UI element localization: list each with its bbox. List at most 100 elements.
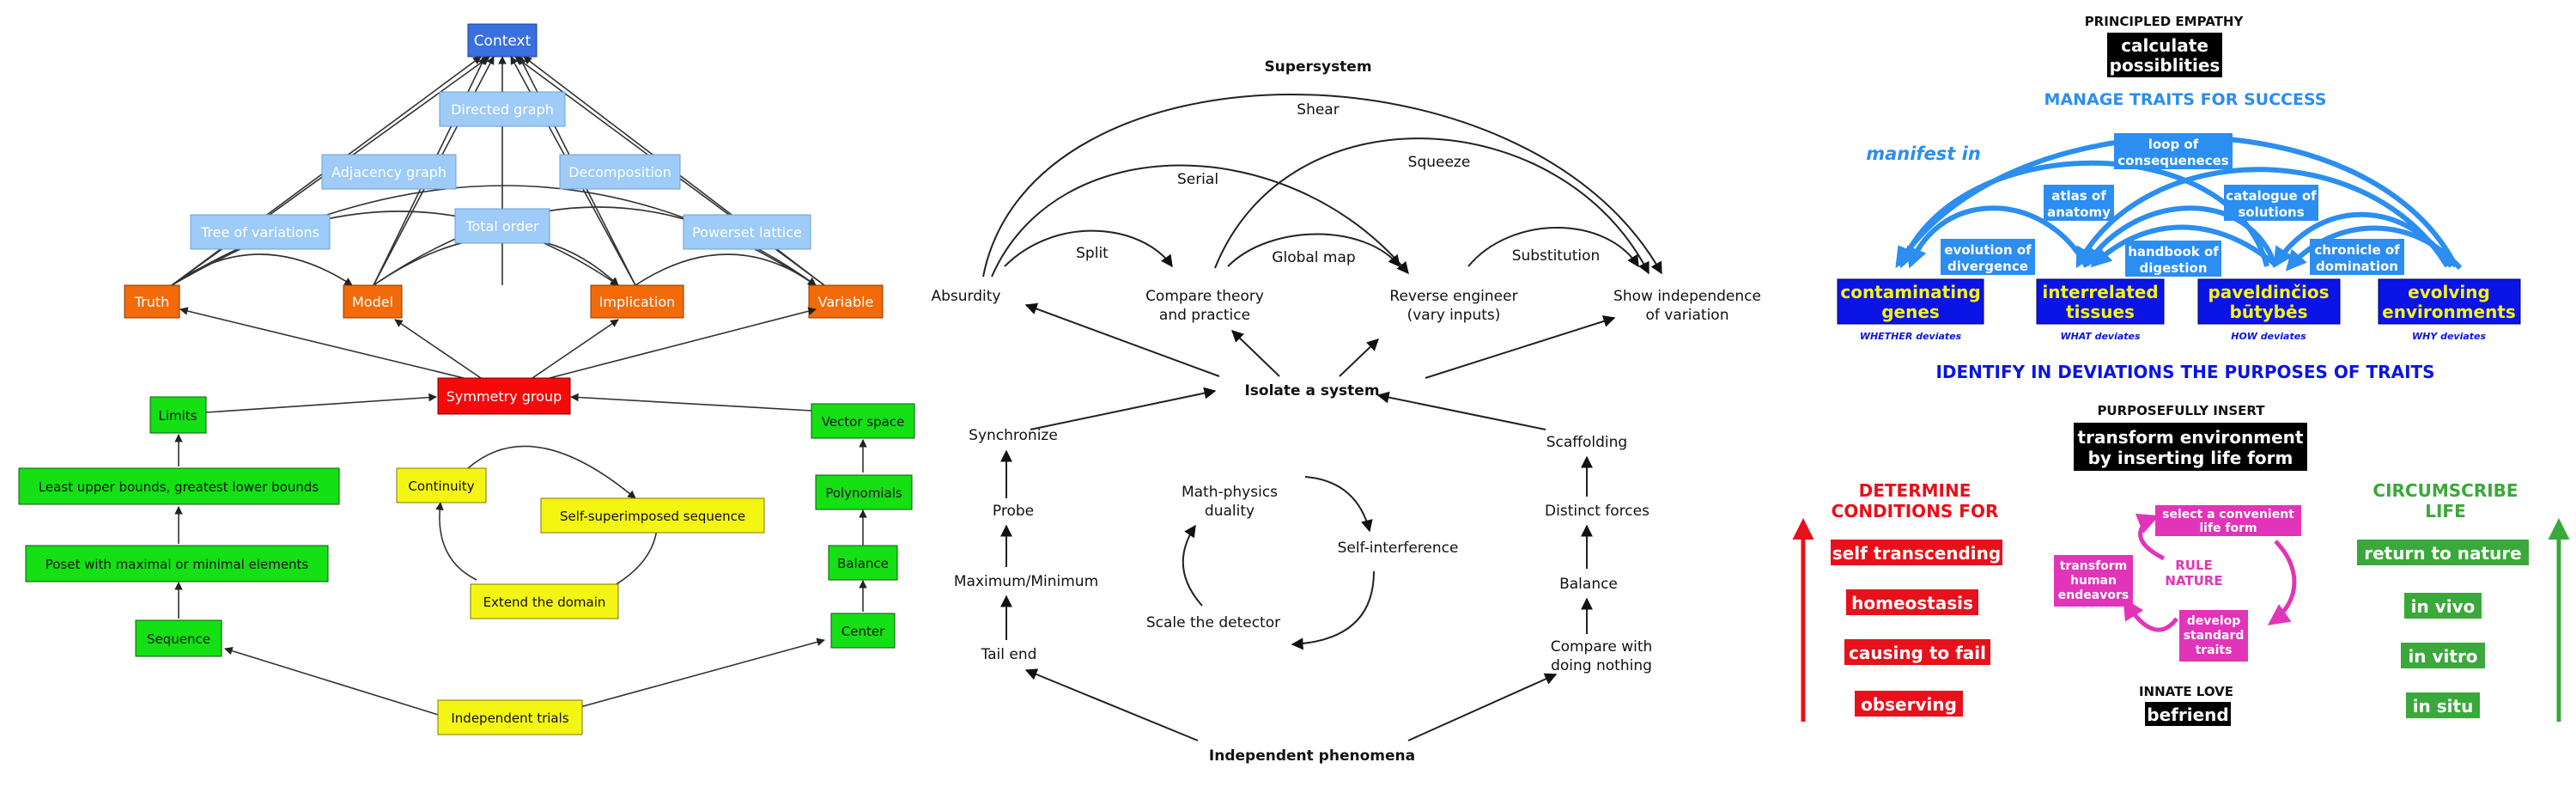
isolate-edges	[1024, 302, 1616, 430]
left-middle-chain-edges	[1000, 449, 1199, 741]
orange-nodes: Truth Model Implication Variable	[124, 284, 884, 319]
node-self-interference: Self-interference	[1338, 540, 1459, 557]
label-determine-line2: CONDITIONS FOR	[1832, 501, 1999, 521]
label-decomposition: Decomposition	[568, 164, 671, 180]
node-sequence: Sequence	[147, 631, 210, 647]
label-circumscribe-line1: CIRCUMSCRIBE	[2372, 480, 2518, 501]
node-interrelated-line2: tissues	[2066, 302, 2135, 322]
label-substitution: Substitution	[1512, 247, 1601, 265]
label-handbook-line1: handbook of	[2128, 244, 2219, 259]
node-contaminating-line2: genes	[1881, 302, 1940, 322]
item-return-to-nature: return to nature	[2364, 543, 2522, 564]
label-adjacency-graph: Adjacency graph	[331, 164, 447, 180]
label-circumscribe-line2: LIFE	[2425, 501, 2466, 521]
node-interrelated-line1: interrelated	[2042, 282, 2158, 302]
node-probe: Probe	[993, 503, 1034, 520]
node-continuity: Continuity	[408, 479, 474, 494]
node-maximum-minimum: Maximum/Minimum	[954, 573, 1098, 590]
node-develop-line3: traits	[2196, 643, 2233, 657]
node-limits: Limits	[159, 408, 197, 424]
label-manifest-in: manifest in	[1866, 143, 1981, 164]
node-evolving-line1: evolving	[2408, 282, 2490, 302]
middle-diagram: Supersystem Shear Serial Squeeze Split G…	[932, 58, 1761, 765]
item-in-vitro: in vitro	[2408, 646, 2477, 667]
label-evolution-line2: divergence	[1947, 259, 2028, 274]
edge-labels-lightblue: Directed graph Adjacency graph Decomposi…	[190, 91, 811, 250]
left-diagram: Directed graph Adjacency graph Decomposi…	[18, 23, 915, 735]
node-symmetry-group-label: Symmetry group	[447, 388, 562, 405]
node-math-physics-line1: Math-physics	[1182, 484, 1278, 501]
label-whether-deviates: WHETHER deviates	[1860, 331, 1962, 342]
label-chronicle-line1: chronicle of	[2314, 242, 2400, 258]
node-truth: Truth	[134, 294, 170, 310]
node-select-convenient-line1: select a convenient	[2162, 508, 2294, 521]
label-serial: Serial	[1177, 171, 1218, 188]
label-why-deviates: WHY deviates	[2412, 331, 2487, 342]
label-determine-line1: DETERMINE	[1859, 480, 1971, 501]
node-balance-left: Balance	[837, 556, 889, 571]
node-transform-human-line3: endeavors	[2058, 589, 2129, 602]
node-context-label: Context	[474, 33, 532, 50]
label-tree-of-variations: Tree of variations	[200, 224, 319, 241]
label-calculate-line1: calculate	[2121, 35, 2208, 56]
left-chain-edges	[174, 434, 447, 718]
trait-nodes: contaminating genes interrelated tissues…	[1837, 278, 2521, 325]
node-model: Model	[352, 294, 393, 310]
right-middle-chain-edges	[1407, 455, 1593, 741]
node-compare-nothing-line2: doing nothing	[1551, 657, 1652, 674]
item-self-transcending: self transcending	[1832, 543, 2001, 564]
label-shear: Shear	[1297, 101, 1339, 119]
node-contaminating-line1: contaminating	[1840, 282, 1980, 302]
label-global-map: Global map	[1272, 249, 1355, 266]
item-in-vivo: in vivo	[2411, 596, 2476, 617]
node-transform-human-line1: transform	[2060, 559, 2128, 573]
blue-labels: loop of consequeneces atlas of anatomy c…	[1941, 133, 2404, 277]
node-balance-middle: Balance	[1559, 576, 1618, 593]
label-handbook-line2: digestion	[2139, 260, 2207, 276]
node-compare-theory-line2: and practice	[1159, 307, 1250, 324]
label-squeeze: Squeeze	[1408, 154, 1471, 171]
label-nature: NATURE	[2165, 573, 2222, 589]
label-supersystem: Supersystem	[1264, 58, 1371, 76]
supersystem-arcs	[982, 94, 1662, 278]
label-atlas-line1: atlas of	[2051, 188, 2106, 204]
node-compare-nothing-line1: Compare with	[1551, 638, 1653, 656]
node-tail-end: Tail end	[981, 646, 1037, 663]
node-show-independence-line2: of variation	[1646, 307, 1729, 324]
node-isolate-system: Isolate a system	[1244, 382, 1379, 400]
node-center: Center	[841, 624, 885, 639]
node-scaffolding: Scaffolding	[1546, 434, 1627, 451]
middle-cycle-edges	[1182, 476, 1375, 650]
node-distinct-forces: Distinct forces	[1545, 503, 1649, 520]
node-reverse-engineer-line1: Reverse engineer	[1389, 288, 1517, 305]
right-diagram: PRINCIPLED EMPATHY calculate possiblitie…	[1792, 14, 2570, 726]
context-edges	[171, 56, 825, 286]
item-causing-to-fail: causing to fail	[1849, 643, 1986, 663]
node-reverse-engineer-line2: (vary inputs)	[1407, 307, 1501, 324]
node-extend-domain: Extend the domain	[483, 595, 606, 610]
label-atlas-line2: anatomy	[2047, 204, 2111, 220]
label-evolution-line1: evolution of	[1944, 242, 2032, 258]
node-select-convenient-line2: life form	[2199, 521, 2257, 535]
label-loop-line1: loop of	[2148, 137, 2199, 152]
label-identify: IDENTIFY IN DEVIATIONS THE PURPOSES OF T…	[1935, 362, 2434, 382]
item-observing: observing	[1861, 694, 1957, 715]
label-innate-love: INNATE LOVE	[2139, 684, 2233, 699]
label-chronicle-line2: domination	[2316, 259, 2398, 274]
node-math-physics-line2: duality	[1205, 503, 1255, 520]
node-poset: Poset with maximal or minimal elements	[46, 557, 309, 572]
label-directed-graph: Directed graph	[451, 101, 554, 118]
label-rule: RULE	[2175, 558, 2213, 573]
label-powerset-lattice: Powerset lattice	[692, 224, 802, 241]
node-develop-line1: develop	[2187, 614, 2241, 628]
node-symmetry-group	[437, 377, 571, 415]
label-transform-env-line2: by inserting life form	[2088, 448, 2293, 468]
label-total-order: Total order	[465, 218, 539, 235]
symmetry-edges	[179, 307, 817, 413]
node-evolving-line2: environments	[2382, 302, 2516, 322]
node-least-upper: Least upper bounds, greatest lower bound…	[39, 479, 319, 495]
label-purposefully-insert: PURPOSEFULLY INSERT	[2097, 403, 2265, 418]
node-scale-detector: Scale the detector	[1146, 614, 1280, 631]
node-independent-trials: Independent trials	[451, 711, 568, 726]
